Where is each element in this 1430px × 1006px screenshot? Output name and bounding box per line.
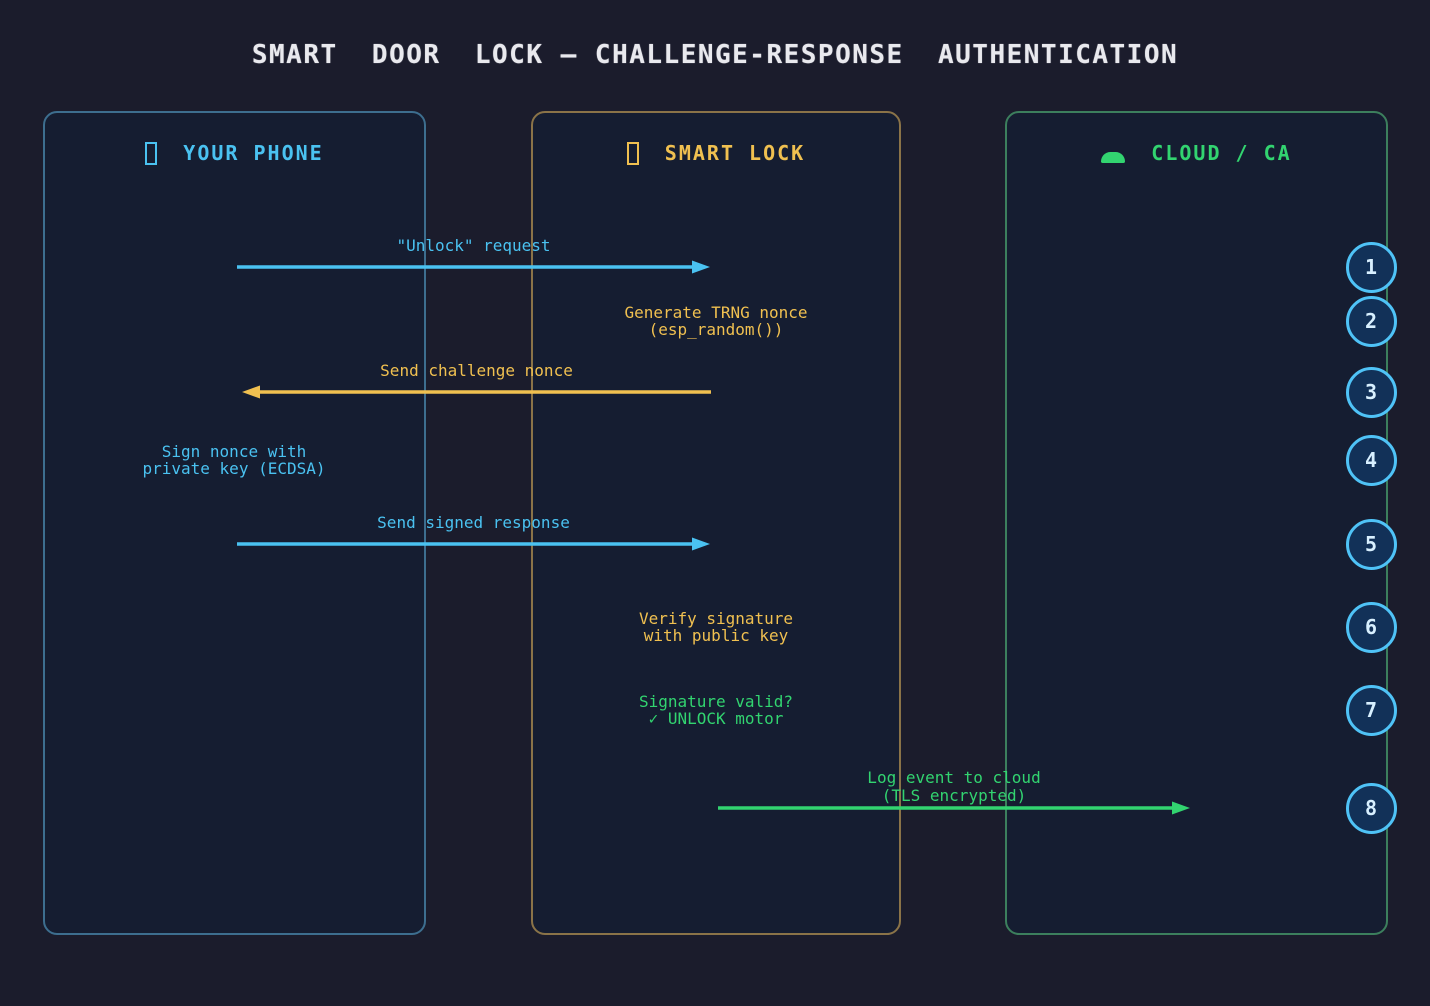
lane-header-lock: SMART LOCK <box>533 141 899 165</box>
step-badge-5: 5 <box>1345 518 1397 570</box>
note-step-7: Signature valid? ✓ UNLOCK motor <box>638 691 794 728</box>
note-step-4: Sign nonce with private key (ECDSA) <box>142 441 326 478</box>
lane-title-phone: YOUR PHONE <box>183 141 324 165</box>
lane-panel-phone: YOUR PHONE <box>43 111 426 935</box>
arrow-label-step-5: Send signed response <box>377 512 570 532</box>
arrow-label-step-8: Log event to cloud (TLS encrypted) <box>867 768 1041 805</box>
lane-panel-lock: SMART LOCK <box>531 111 901 935</box>
step-badge-8: 8 <box>1345 782 1397 834</box>
arrow-label-step-3: Send challenge nonce <box>380 360 573 380</box>
lane-header-phone: YOUR PHONE <box>45 141 424 165</box>
step-badge-7: 7 <box>1345 684 1397 736</box>
step-badge-1: 1 <box>1345 241 1397 293</box>
step-badge-6: 6 <box>1345 601 1397 653</box>
diagram-title: SMART DOOR LOCK — CHALLENGE-RESPONSE AUT… <box>251 40 1179 70</box>
note-step-2: Generate TRNG nonce (esp_random()) <box>624 302 808 339</box>
lane-title-cloud: CLOUD / CA <box>1151 141 1292 165</box>
step-badge-2: 2 <box>1345 295 1397 347</box>
arrow-label-step-1: "Unlock" request <box>396 235 551 255</box>
step-badge-3: 3 <box>1345 366 1397 418</box>
step-badge-4: 4 <box>1345 434 1397 486</box>
cloud-icon <box>1101 151 1126 163</box>
note-step-6: Verify signature with public key <box>638 608 794 645</box>
phone-tofu-icon <box>145 141 158 165</box>
lane-header-cloud: CLOUD / CA <box>1007 141 1386 165</box>
lock-tofu-icon <box>626 141 639 165</box>
lane-title-lock: SMART LOCK <box>664 141 806 165</box>
lane-panel-cloud: CLOUD / CA <box>1005 111 1388 935</box>
